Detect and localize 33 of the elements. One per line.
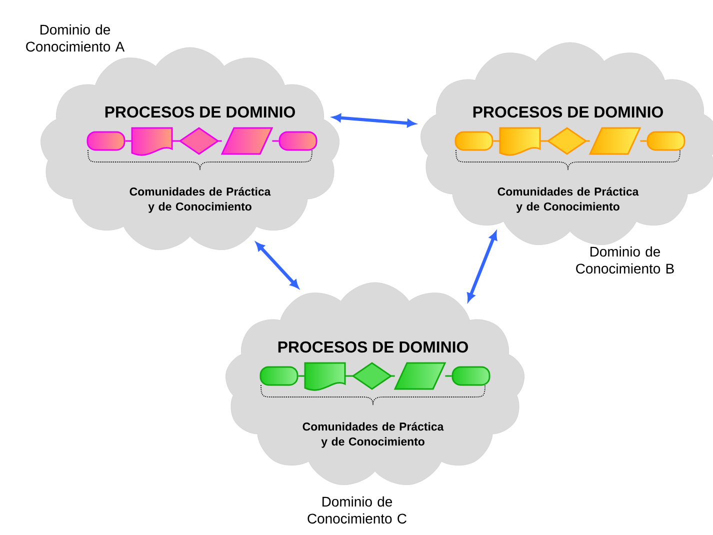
heading: PROCESOS DE DOMINIO	[105, 106, 295, 118]
connector-line	[298, 375, 305, 377]
connector-line	[345, 375, 353, 377]
document-shape	[499, 127, 541, 156]
connector-line	[391, 375, 395, 377]
terminator-shape	[86, 131, 126, 151]
community-text: Comunidades de Práctica y de Conocimiento	[302, 422, 444, 448]
terminator-shape	[452, 366, 490, 386]
terminator-shape	[454, 131, 494, 151]
double-arrow	[256, 242, 299, 288]
connector-line	[218, 140, 222, 142]
community-text: Comunidades de Práctica y de Conocimiento	[498, 187, 639, 213]
heading: PROCESOS DE DOMINIO	[278, 341, 468, 353]
connector-line	[272, 140, 279, 142]
terminator-shape	[260, 366, 298, 386]
document-shape	[304, 362, 346, 391]
double-arrow	[332, 114, 416, 128]
connector-line	[172, 140, 180, 142]
domain-label: Dominio de Conocimiento B	[576, 246, 674, 274]
connector-line	[640, 140, 647, 142]
heading: PROCESOS DE DOMINIO	[473, 106, 663, 118]
connector-line	[586, 140, 590, 142]
double-arrow	[467, 232, 498, 302]
connector-line	[493, 140, 500, 142]
connector-line	[125, 140, 132, 142]
terminator-shape	[646, 131, 686, 151]
domain-label: Dominio de Conocimiento C	[308, 496, 406, 524]
document-shape	[131, 127, 173, 156]
connector-line	[445, 375, 452, 377]
community-text: Comunidades de Práctica y de Conocimiento	[130, 187, 271, 213]
connector-line	[540, 140, 548, 142]
terminator-shape	[278, 131, 318, 151]
domain-label: Dominio de Conocimiento A	[26, 24, 125, 52]
